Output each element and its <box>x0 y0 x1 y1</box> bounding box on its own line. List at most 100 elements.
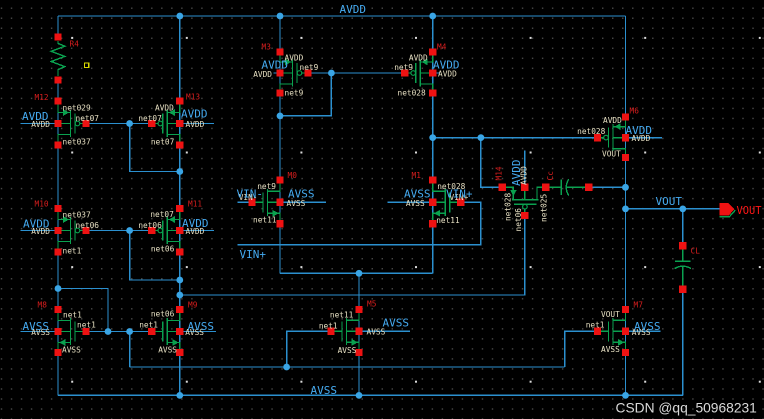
label-m4-bottom[interactable]: net028 <box>398 89 426 98</box>
pin-m10-bulk[interactable] <box>54 226 62 235</box>
wire[interactable] <box>480 137 503 189</box>
name-m8[interactable]: M8 <box>38 301 48 310</box>
pin-m8-top[interactable] <box>54 305 62 314</box>
pin-m7-top[interactable] <box>621 305 630 314</box>
pin-squares[interactable] <box>54 33 687 357</box>
rail-label-m3[interactable]: AVDD <box>262 58 289 71</box>
wire[interactable] <box>179 215 526 296</box>
pin-m7-bulk[interactable] <box>621 327 630 336</box>
wire[interactable] <box>128 123 180 173</box>
rail-label-m11[interactable]: AVDD <box>182 217 209 230</box>
device-m6[interactable] <box>600 119 627 156</box>
pin-m5-bottom[interactable] <box>355 348 363 357</box>
pin-m7-gate[interactable] <box>593 327 602 336</box>
label-m7-bulk[interactable]: AVSS <box>632 328 651 337</box>
device-m3[interactable] <box>279 54 306 91</box>
name-m14[interactable]: M14 <box>495 166 504 180</box>
pin-m12-gate[interactable] <box>82 119 90 128</box>
rail-label-m9[interactable]: AVSS <box>188 320 215 333</box>
label-m8-top[interactable]: net1 <box>63 310 82 319</box>
device-m5[interactable] <box>333 311 360 351</box>
label-m13-bottom[interactable]: net07 <box>151 138 175 147</box>
label-m0-gate[interactable]: VIN- <box>239 193 258 202</box>
label-m14-left[interactable]: net028 <box>503 193 512 221</box>
label-m13-top[interactable]: AVDD <box>155 104 174 113</box>
label-m11-gate[interactable]: net06 <box>138 221 162 230</box>
name-m9[interactable]: M9 <box>188 301 198 310</box>
pin-m9-bulk[interactable] <box>176 327 184 336</box>
pin-m8-bottom[interactable] <box>54 348 62 357</box>
pin-cl-bottom[interactable] <box>679 285 687 293</box>
port-arrow-icon[interactable] <box>719 203 735 216</box>
label-m10-bottom[interactable]: net1 <box>63 247 82 256</box>
pin-m13-bottom[interactable] <box>176 141 184 149</box>
label-m1-top[interactable]: net028 <box>437 182 465 191</box>
device-m7[interactable] <box>600 311 627 351</box>
label-m3-bottom[interactable]: net9 <box>285 89 304 98</box>
pin-r4-top[interactable] <box>54 33 62 41</box>
pin-m7-bottom[interactable] <box>621 348 630 357</box>
label-m1-gate[interactable]: VIN+ <box>450 193 469 202</box>
pin-m12-bottom[interactable] <box>54 141 62 149</box>
label-m11-bulk[interactable]: AVDD <box>186 227 205 236</box>
pin-m0-top[interactable] <box>276 176 284 184</box>
name-m0[interactable]: M0 <box>288 171 298 180</box>
pin-m4-bulk[interactable] <box>429 69 437 77</box>
name-m7[interactable]: M7 <box>634 301 644 310</box>
name-r4[interactable]: R4 <box>70 40 80 49</box>
pin-m12-bulk[interactable] <box>54 119 62 128</box>
pin-m14-gate[interactable] <box>521 211 529 220</box>
label-m6-top[interactable]: AVDD <box>603 116 622 125</box>
device-r4[interactable] <box>49 40 67 77</box>
pin-m1-gate[interactable] <box>457 198 465 206</box>
pin-m3-top[interactable] <box>276 48 284 56</box>
pin-cc-right[interactable] <box>585 183 593 191</box>
label-m12-bulk[interactable]: AVDD <box>31 120 50 129</box>
rail-label-m6[interactable]: AVDD <box>626 124 653 137</box>
pin-m5-bulk[interactable] <box>355 327 363 336</box>
pin-m8-gate[interactable] <box>82 327 90 336</box>
label-m7-bottom[interactable]: AVSS <box>601 345 620 354</box>
pin-m13-bulk[interactable] <box>176 119 184 128</box>
label-m0-bottom[interactable]: net11 <box>253 216 277 225</box>
pin-m14-left[interactable] <box>498 183 507 191</box>
label-m9-bulk[interactable]: AVSS <box>185 328 204 337</box>
name-m1[interactable]: M1 <box>412 171 422 180</box>
label-m9-bottom[interactable]: AVSS <box>158 345 177 354</box>
label-m1-bulk[interactable]: AVSS <box>406 199 425 208</box>
pin-m4-gate[interactable] <box>401 69 409 77</box>
pin-m0-bulk[interactable] <box>276 198 284 206</box>
label-m8-bottom[interactable]: AVSS <box>62 345 81 354</box>
wire[interactable] <box>563 330 598 367</box>
pin-m11-top[interactable] <box>176 204 184 213</box>
label-m9-gate[interactable]: net1 <box>139 320 158 329</box>
wire-label-vout[interactable]: VOUT <box>656 195 683 208</box>
label-m3-top[interactable]: AVDD <box>285 54 304 63</box>
pin-m3-gate[interactable] <box>304 69 312 77</box>
pin-r4-bottom[interactable] <box>54 76 62 84</box>
device-m1[interactable] <box>432 182 458 222</box>
label-m7-top[interactable]: VOUT <box>601 310 620 319</box>
label-m4-bulk[interactable]: AVDD <box>438 70 457 79</box>
rail-label-m1[interactable]: AVSS <box>404 187 431 200</box>
device-m13[interactable] <box>154 103 181 143</box>
name-m12[interactable]: M12 <box>35 93 49 102</box>
name-m4[interactable]: M4 <box>437 43 447 52</box>
wire-label-vin-plus-gate[interactable]: VIN+ <box>446 187 473 200</box>
label-m12-top[interactable]: net029 <box>63 104 91 113</box>
name-m11[interactable]: M11 <box>188 200 202 209</box>
pin-m5-top[interactable] <box>355 305 363 314</box>
pin-m13-top[interactable] <box>176 97 184 105</box>
pin-m4-top[interactable] <box>429 48 437 56</box>
label-m1-bottom[interactable]: net11 <box>436 216 460 225</box>
pin-m11-bottom[interactable] <box>176 248 184 256</box>
rail-label-m4[interactable]: AVDD <box>433 58 460 71</box>
wire-label-vin-minus[interactable]: VIN- <box>237 187 264 200</box>
name-cl[interactable]: CL <box>691 247 701 256</box>
label-m10-top[interactable]: net037 <box>63 211 91 220</box>
rail-label-m5[interactable]: AVSS <box>383 316 410 329</box>
label-m14-gate[interactable]: net06 <box>514 208 523 232</box>
pin-m0-bottom[interactable] <box>276 220 284 228</box>
pin-m6-gate[interactable] <box>593 133 602 142</box>
label-m7-gate[interactable]: net1 <box>586 321 605 330</box>
